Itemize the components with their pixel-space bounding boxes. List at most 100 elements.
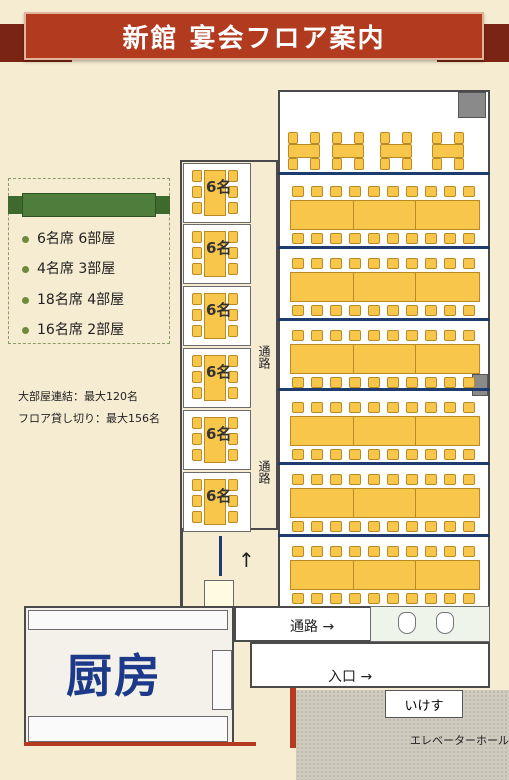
chair	[368, 258, 380, 269]
chair	[192, 511, 202, 523]
chair	[311, 402, 323, 413]
chair	[192, 263, 202, 275]
chair	[406, 305, 418, 316]
legend-box	[8, 178, 170, 344]
page-title: 新館 宴会フロア案内	[122, 23, 386, 54]
room-capacity-label: 6名	[206, 487, 232, 505]
wall-line	[180, 530, 183, 606]
chair	[330, 186, 342, 197]
chair	[406, 233, 418, 244]
partition	[278, 246, 490, 249]
chair	[368, 521, 380, 532]
chair	[192, 186, 202, 198]
restroom-area	[370, 606, 490, 642]
room-capacity-label: 6名	[206, 178, 232, 196]
chair	[228, 170, 238, 182]
chair	[406, 186, 418, 197]
chair	[349, 546, 361, 557]
chair	[463, 546, 475, 557]
chair	[463, 402, 475, 413]
chair	[387, 521, 399, 532]
chair	[387, 449, 399, 460]
chair	[387, 377, 399, 388]
partition	[278, 534, 490, 537]
legend-item: 16名席 2部屋	[22, 319, 124, 339]
table	[204, 479, 226, 525]
chair	[425, 402, 437, 413]
chair	[368, 449, 380, 460]
chair	[406, 377, 418, 388]
chair	[387, 474, 399, 485]
chair	[192, 417, 202, 429]
chair	[311, 377, 323, 388]
chair	[387, 402, 399, 413]
chair	[406, 258, 418, 269]
chair	[228, 186, 238, 198]
chair	[406, 593, 418, 604]
chair	[292, 258, 304, 269]
chair	[228, 231, 238, 243]
chair	[463, 521, 475, 532]
legend-ribbon-center	[22, 193, 156, 217]
chair	[192, 231, 202, 243]
private-room-6: 6名	[183, 224, 251, 284]
chair	[349, 593, 361, 604]
table	[204, 231, 226, 277]
chair	[311, 305, 323, 316]
chair	[192, 387, 202, 399]
chair	[349, 233, 361, 244]
chair	[192, 449, 202, 461]
title-banner: 新館 宴会フロア案内	[24, 12, 484, 60]
chair	[292, 593, 304, 604]
toilet-icon	[436, 612, 454, 634]
chair	[406, 402, 418, 413]
chair	[444, 330, 456, 341]
chair	[228, 309, 238, 321]
private-room-6: 6名	[183, 410, 251, 470]
chair	[192, 371, 202, 383]
chair	[368, 593, 380, 604]
corridor-label: 通路	[257, 460, 271, 484]
kitchen-wall-accent	[24, 742, 256, 746]
chair	[330, 233, 342, 244]
chair	[228, 511, 238, 523]
chair	[406, 330, 418, 341]
chair	[311, 186, 323, 197]
chair	[463, 258, 475, 269]
table	[204, 355, 226, 401]
chair	[292, 474, 304, 485]
chair	[292, 377, 304, 388]
kitchen-shelf	[212, 650, 232, 710]
chair	[425, 233, 437, 244]
private-room-6: 6名	[183, 163, 251, 223]
toilet-icon	[398, 612, 416, 634]
chair	[228, 202, 238, 214]
chair	[368, 402, 380, 413]
chair	[311, 474, 323, 485]
chair	[228, 355, 238, 367]
room-capacity-label: 6名	[206, 239, 232, 257]
banquet-table	[290, 488, 480, 518]
private-room-6: 6名	[183, 286, 251, 346]
chair	[463, 593, 475, 604]
kitchen-counter	[28, 610, 228, 630]
chair	[463, 233, 475, 244]
private-room-6: 6名	[183, 348, 251, 408]
chair	[387, 330, 399, 341]
chair	[425, 593, 437, 604]
chair	[349, 258, 361, 269]
chair	[311, 521, 323, 532]
chair	[444, 258, 456, 269]
chair	[349, 330, 361, 341]
chair	[330, 330, 342, 341]
chair	[192, 247, 202, 259]
bullet-icon	[22, 265, 29, 273]
chair	[368, 305, 380, 316]
chair	[444, 449, 456, 460]
chair	[330, 402, 342, 413]
entrance-hall	[250, 642, 490, 688]
chair	[330, 377, 342, 388]
chair	[192, 433, 202, 445]
chair	[292, 305, 304, 316]
chair	[444, 402, 456, 413]
